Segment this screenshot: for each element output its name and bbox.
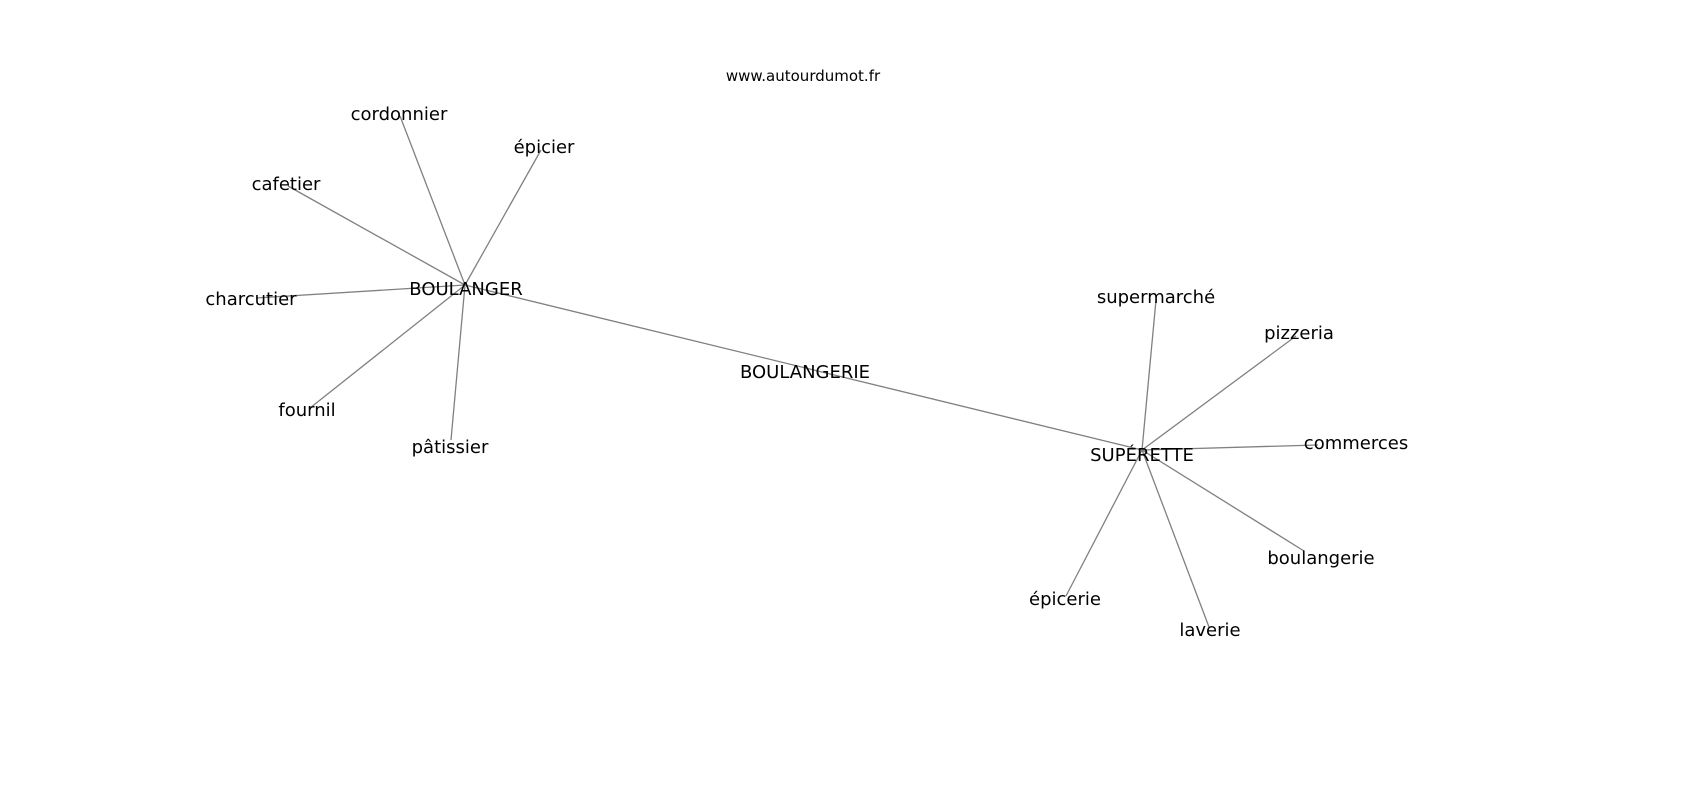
node-supermarche[interactable]: supermarché [1097,287,1215,308]
node-commerces[interactable]: commerces [1304,433,1408,454]
node-epicerie[interactable]: épicerie [1029,589,1101,610]
edge-boulanger-cordonnier [399,115,466,286]
edge-boulanger-fournil [309,284,466,409]
edges [255,115,1319,628]
edge-superette-boulangerie [1141,449,1305,552]
node-fournil[interactable]: fournil [278,400,335,421]
edge-boulanger-patissier [450,284,466,441]
node-laverie[interactable]: laverie [1179,620,1240,641]
edge-boulanger-epicier [464,149,542,286]
labels: BOULANGER BOULANGERIE SUPÉRETTE cordonnier é… [205,104,1408,641]
edge-boulanger-cafetier [287,185,466,286]
node-boulanger[interactable]: BOULANGER [409,279,522,300]
node-superette[interactable]: SUPÉRETTE [1090,444,1194,466]
node-epicier[interactable]: épicier [514,137,575,158]
site-title: www.autourdumot.fr [726,67,881,85]
edge-superette-epicerie [1065,449,1143,597]
edge-superette-pizzeria [1141,335,1297,451]
edge-boulanger-superette [464,284,1143,451]
node-patissier[interactable]: pâtissier [412,437,489,458]
node-boulangerie[interactable]: boulangerie [1267,548,1374,569]
node-charcutier[interactable]: charcutier [205,289,297,310]
node-pizzeria[interactable]: pizzeria [1264,323,1334,344]
edge-boulanger-charcutier [255,284,466,299]
node-cafetier[interactable]: cafetier [252,174,321,195]
edge-superette-commerces [1141,444,1319,451]
node-cordonnier[interactable]: cordonnier [351,104,448,125]
edge-superette-supermarche [1141,299,1157,451]
edge-superette-laverie [1141,449,1210,628]
node-boulangerie_c[interactable]: BOULANGERIE [740,362,870,383]
